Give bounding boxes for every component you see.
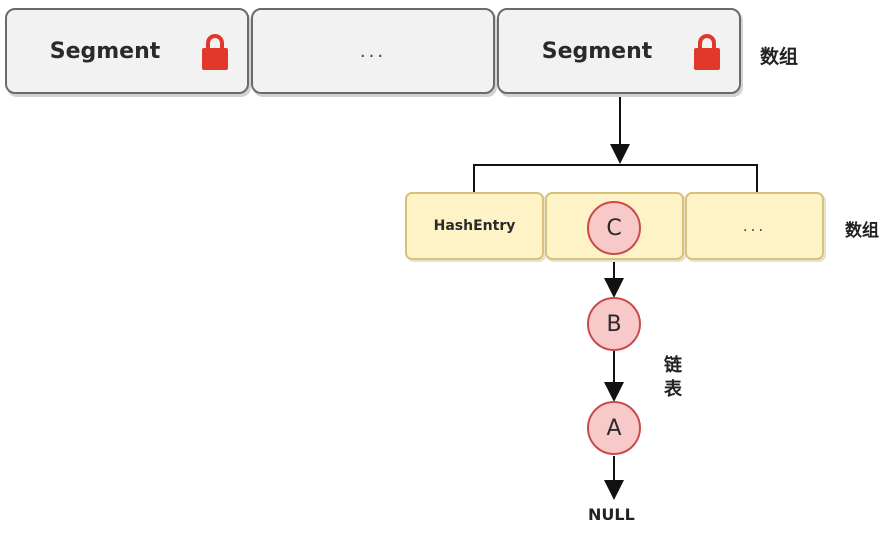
entry-array-label: 数组 [845,221,879,241]
entry-ellipsis: ... [742,217,767,235]
lock-icon [694,34,720,70]
segment-box-2: ... [251,8,495,94]
entry-box-1: HashEntry [405,192,544,260]
segment-box-3: Segment [497,8,741,94]
segment-label: Segment [541,38,653,64]
null-label: NULL [588,505,635,524]
node-label: A [606,415,622,441]
node-label: B [606,311,622,337]
node-label: C [606,215,622,241]
node-b: B [587,297,641,351]
node-a: A [587,401,641,455]
node-c: C [587,201,641,255]
lock-icon [202,34,228,70]
array-bracket [473,164,758,192]
segment-label: Segment [49,38,161,64]
entry-box-3: ... [685,192,824,260]
segment-box-1: Segment [5,8,249,94]
segment-ellipsis: ... [359,40,387,62]
segment-array-label: 数组 [760,46,799,68]
linked-list-label: 链 表 [664,355,682,400]
entry-label: HashEntry [433,218,516,234]
